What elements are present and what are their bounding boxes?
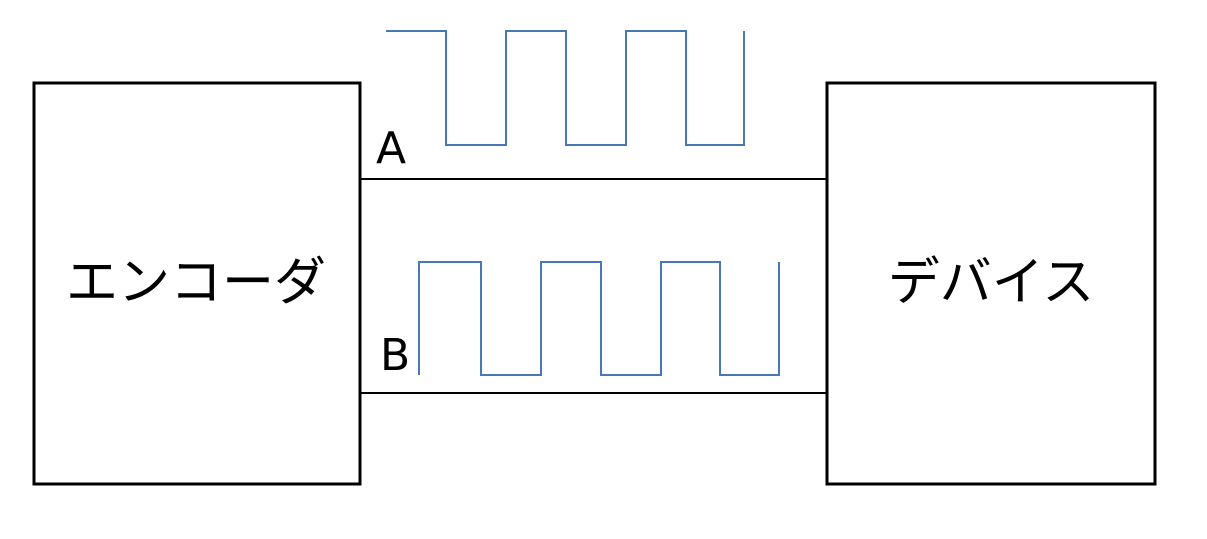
- signal-a-label: A: [376, 123, 406, 174]
- encoder-box: [32, 81, 362, 486]
- device-box: [825, 81, 1157, 486]
- signal-a-waveform: [386, 30, 745, 146]
- device-label: デバイス: [888, 253, 1094, 313]
- device-block: デバイス: [825, 81, 1157, 486]
- encoder-label: エンコーダ: [66, 253, 326, 313]
- encoder-block: エンコーダ: [32, 81, 362, 486]
- signal-b-label: B: [380, 330, 410, 381]
- signal-b-waveform: [418, 261, 780, 376]
